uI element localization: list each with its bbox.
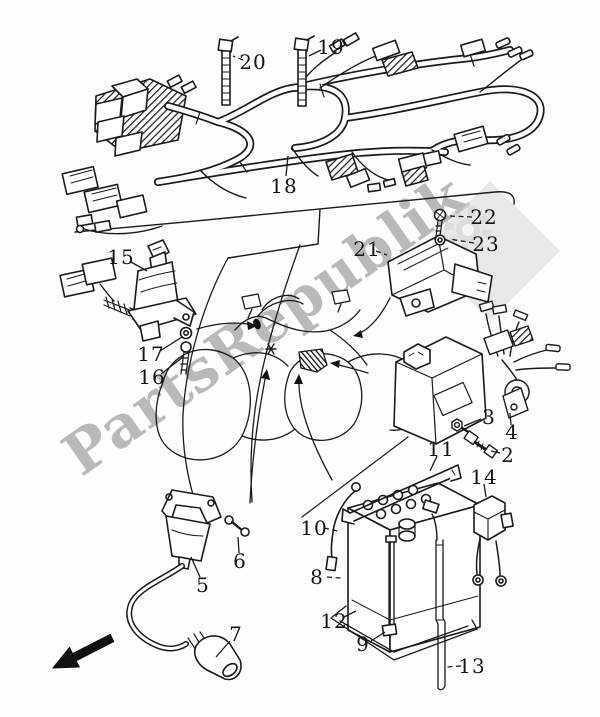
callout-17: 17 [137, 342, 165, 366]
battery-art [325, 464, 481, 691]
callout-10: 10 [300, 516, 328, 540]
callout-19: 19 [317, 35, 345, 59]
leader-8 [326, 576, 342, 579]
callout-11: 11 [427, 437, 455, 461]
leader-10 [323, 527, 339, 532]
callout-16: 16 [138, 365, 166, 389]
motorcycle-sketch-art [155, 244, 430, 518]
leader-9 [370, 631, 386, 642]
callout-23: 23 [472, 232, 500, 256]
main-switch-art [59, 239, 197, 375]
leader-20 [232, 55, 244, 61]
callout-18: 18 [270, 174, 298, 198]
leader-13 [446, 665, 462, 668]
leader-18 [285, 155, 289, 177]
cable-tie-20 [217, 36, 239, 106]
leader-12 [343, 610, 357, 618]
ignition-coil-art [126, 489, 250, 681]
callout-3: 3 [482, 405, 496, 429]
leader-7 [215, 640, 231, 658]
callout-8: 8 [310, 565, 324, 589]
leader-2 [490, 450, 501, 454]
callout-7: 7 [229, 622, 243, 646]
leader-16 [160, 356, 184, 375]
leader-11 [429, 455, 438, 472]
leader-4 [509, 412, 512, 426]
callout-5: 5 [196, 573, 210, 597]
callout-13: 13 [458, 654, 486, 678]
callout-22: 22 [470, 205, 498, 229]
callout-4: 4 [505, 420, 519, 444]
sub-harness-art [451, 300, 571, 459]
wiring-harness-art [61, 32, 545, 259]
leader-5 [190, 556, 201, 578]
cdi-unit-art [393, 336, 487, 445]
leader-21 [375, 250, 388, 256]
rectifier-art [387, 208, 493, 317]
callout-6: 6 [233, 549, 247, 573]
callout-12: 12 [320, 609, 348, 633]
leader-3 [463, 418, 482, 427]
leader-23 [448, 238, 475, 244]
leader-19 [308, 49, 322, 57]
leader-15 [130, 261, 148, 272]
leader-14 [483, 483, 487, 498]
direction-arrow [52, 633, 115, 669]
callout-21: 21 [353, 237, 381, 261]
leader-22 [449, 215, 473, 218]
callout-20: 20 [239, 50, 267, 74]
callout-15: 15 [107, 245, 135, 269]
callout-9: 9 [356, 632, 370, 656]
leader-6 [237, 536, 240, 554]
cable-tie-19 [293, 35, 315, 107]
starter-relay-art [472, 495, 514, 587]
callout-14: 14 [470, 465, 498, 489]
callout-2: 2 [501, 443, 515, 467]
leader-17 [159, 336, 183, 352]
